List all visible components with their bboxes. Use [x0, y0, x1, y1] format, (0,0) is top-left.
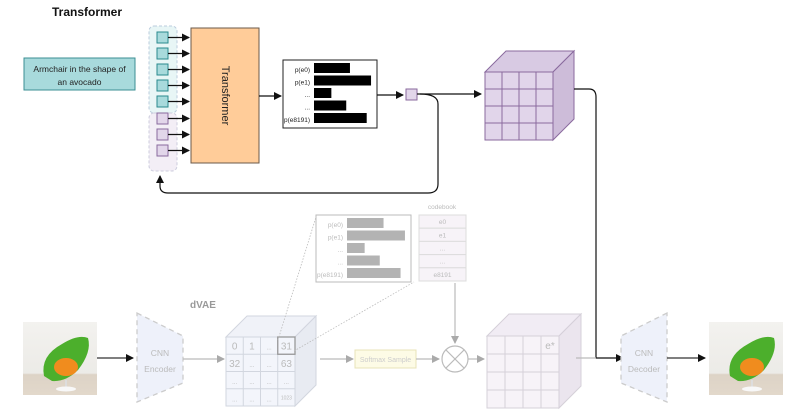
prob-bar: [314, 75, 372, 86]
prob-label: ...: [305, 105, 311, 112]
image-token-group: [148, 112, 178, 172]
cnn-encoder: CNN Encoder: [136, 311, 184, 403]
prob-bar: [314, 113, 367, 123]
prob-bar: [347, 243, 365, 253]
output-image: [709, 322, 783, 395]
transformer-block: Transformer: [190, 27, 260, 164]
prob-label: p(e1): [295, 80, 310, 87]
codebook-entry: e8191: [433, 272, 451, 279]
highlighted-cell: [277, 336, 296, 355]
faded-probability-box: p(e0) p(e1)...... p(e8191): [315, 214, 412, 283]
prompt-text-line1: Armchair in the shape of: [33, 64, 126, 74]
encoder-label-line2: Encoder: [144, 364, 176, 374]
prob-bar: [314, 88, 332, 98]
grid-cell-value: ...: [249, 397, 254, 403]
prob-label: p(e8191): [317, 272, 343, 279]
embedding-label: e*: [545, 341, 555, 352]
multiply-operator: [441, 345, 469, 373]
image-token: [156, 128, 169, 141]
prob-label: p(e8191): [284, 117, 310, 124]
prob-label: p(e1): [328, 235, 343, 242]
codebook-cell: [418, 267, 467, 282]
sampled-token: [405, 88, 418, 101]
image-token: [156, 112, 169, 125]
text-token: [156, 47, 169, 60]
grid-cell-value: ...: [249, 380, 254, 386]
zoom-line-top: [277, 216, 317, 341]
prob-label: ...: [338, 247, 344, 254]
grid-cell-value: ...: [249, 363, 254, 369]
text-token: [156, 95, 169, 108]
grid-cell-value: 31: [281, 342, 293, 353]
prompt-box: Armchair in the shape of an avocado: [23, 57, 136, 91]
input-image: [23, 322, 97, 395]
feedback-loop-arrow: [156, 93, 439, 194]
grid-cell-value: ...: [267, 380, 272, 386]
text-token: [156, 63, 169, 76]
prob-label: p(e0): [328, 222, 343, 229]
codebook-entry: ...: [440, 246, 446, 253]
embedding-cube: e*: [485, 312, 583, 410]
image-token: [156, 144, 169, 157]
transformer-section-title: Transformer: [52, 5, 122, 19]
text-token: [156, 79, 169, 92]
prob-bar: [347, 268, 401, 278]
dvae-section-title: dVAE: [190, 300, 216, 311]
codebook-entry: e1: [439, 232, 447, 239]
encoder-label-line1: CNN: [151, 348, 169, 358]
prob-bar: [347, 230, 405, 241]
prompt-text-line2: an avocado: [58, 77, 102, 87]
codebook-table: e0 e1...... e8191: [418, 214, 467, 282]
softmax-label: Softmax Sample: [360, 357, 411, 364]
prob-bar: [347, 255, 380, 266]
cnn-decoder: CNN Decoder: [620, 311, 668, 403]
prob-bar: [347, 218, 384, 228]
input-tokens: [156, 31, 190, 157]
grid-cell-value: 0: [232, 342, 238, 353]
grid-cell-value: ...: [267, 346, 272, 352]
zoom-line-bottom: [293, 281, 415, 352]
grid-cell-value: 63: [281, 359, 293, 370]
grid-cell-value: 1: [249, 342, 255, 353]
grid-cell-value: 32: [229, 359, 241, 370]
decoder-label-line1: CNN: [635, 348, 653, 358]
prob-bar: [314, 63, 350, 73]
grid-cell-value: ...: [267, 363, 272, 369]
softmax-sample-box: Softmax Sample: [354, 349, 417, 369]
token-grid-cube: [483, 49, 576, 142]
grid-cell-value: ...: [284, 380, 289, 386]
grid-cell-value: ...: [267, 397, 272, 403]
transformer-label: Transformer: [219, 66, 231, 126]
probability-box: p(e0) p(e1)...... p(e8191): [282, 59, 378, 129]
codebook-entry: ...: [440, 259, 446, 266]
prob-bar: [314, 100, 347, 111]
prob-label: p(e0): [295, 67, 310, 74]
grid-cell-value: ...: [232, 397, 237, 403]
grid-cell-value: ...: [232, 380, 237, 386]
prob-label: ...: [338, 260, 344, 267]
grid-cell-value: 1023: [281, 395, 292, 401]
codebook-entry: e0: [439, 219, 447, 226]
text-token: [156, 31, 169, 44]
prob-label: ...: [305, 92, 311, 99]
decoder-label-line2: Decoder: [628, 364, 660, 374]
codebook-title: codebook: [428, 204, 457, 211]
arrow-cube-to-decoder: [574, 88, 624, 362]
